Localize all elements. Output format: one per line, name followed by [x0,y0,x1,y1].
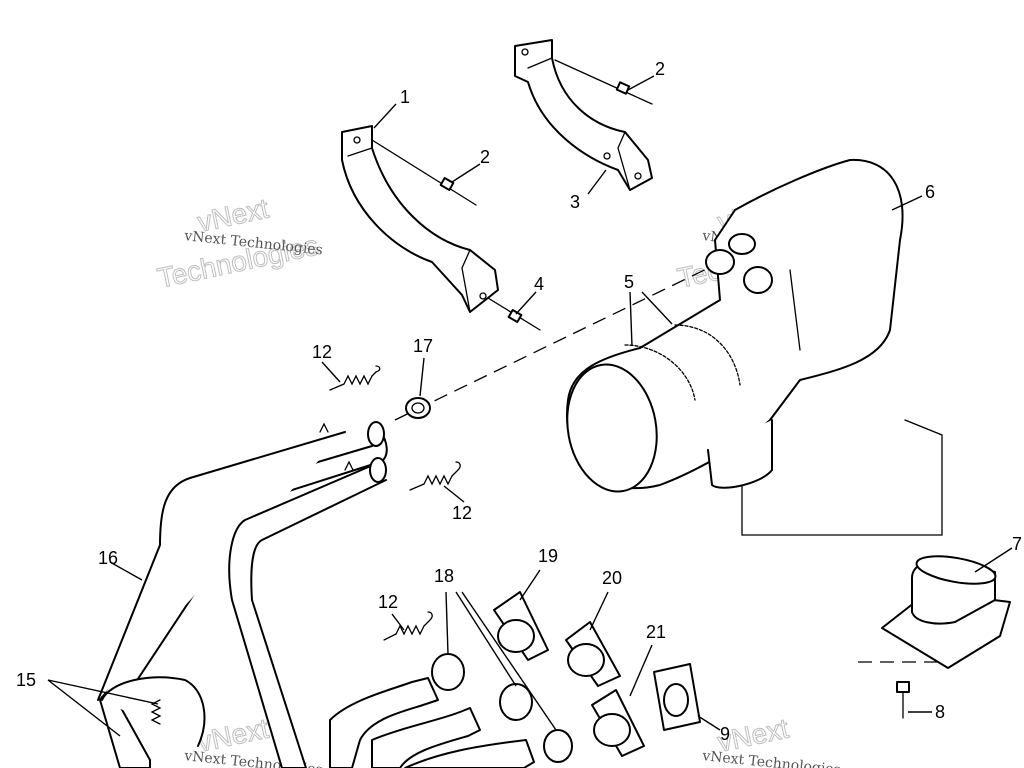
callout-8: 8 [935,702,945,722]
callout-12-middle: 12 [452,503,472,523]
callout-6: 6 [925,182,935,202]
callout-1: 1 [400,87,410,107]
lower-pipes [329,653,573,768]
watermark-top-left: vNext Technologies vNext Technologies [154,192,323,294]
callout-7: 7 [1012,534,1022,554]
callout-labels: 1 2 2 3 4 5 6 7 8 9 12 12 12 15 16 17 18… [16,59,1022,744]
bolt-part-2-lower [371,139,477,206]
callout-12-lower: 12 [378,592,398,612]
callout-19: 19 [538,546,558,566]
port-part-20 [565,621,621,687]
callout-4: 4 [534,274,544,294]
spring-part-12-lower [383,611,433,641]
callout-21: 21 [646,622,666,642]
port-part-19 [493,591,549,661]
assembly-centerline [394,259,726,421]
callout-16: 16 [98,548,118,568]
exhaust-pipes-part-16 [97,421,388,768]
callout-2-lower: 2 [480,147,490,167]
spring-part-12-middle [409,461,461,491]
callout-15: 15 [16,670,36,690]
callout-17: 17 [413,336,433,356]
callout-18: 18 [434,566,454,586]
flange-part-7 [881,555,1011,669]
callout-2-upper: 2 [655,59,665,79]
callout-5: 5 [624,272,634,292]
gasket-part-9 [653,663,701,731]
bolt-part-2-upper [554,59,653,105]
callout-12-upper: 12 [312,342,332,362]
leader-lines [47,75,1013,737]
bolt-part-4 [487,297,541,331]
watermark-small: vNext Technologies [701,748,842,768]
bracket-part-1 [341,125,499,313]
bracket-part-3 [514,39,653,191]
callout-3: 3 [570,192,580,212]
muffler-part-6 [566,158,904,493]
spring-part-15 [150,699,162,725]
callout-20: 20 [602,568,622,588]
stud-part-8 [896,681,910,719]
spring-part-12-upper [329,365,381,391]
ring-part-17 [405,397,431,419]
port-part-21 [591,689,645,757]
callout-9: 9 [720,724,730,744]
assembly-guide-line [741,419,943,536]
